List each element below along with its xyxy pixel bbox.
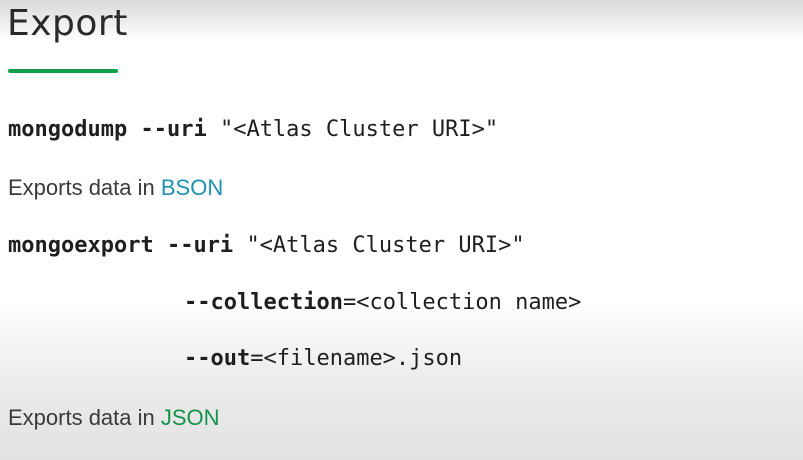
mongoexport-command-line: mongoexport --uri "<Atlas Cluster URI>" <box>8 232 525 260</box>
slide-title: Export <box>7 3 128 44</box>
json-format-label: JSON <box>160 405 220 430</box>
mongodump-uri-flag: --uri <box>140 117 207 142</box>
mongoexport-command: mongoexport <box>8 233 154 258</box>
collection-flag: --collection <box>184 290 343 315</box>
bson-format-label: BSON <box>160 175 224 200</box>
out-option-line: --out=<filename>.json <box>184 345 462 373</box>
mongodump-command: mongodump <box>8 117 128 142</box>
collection-value: =<collection name> <box>342 290 582 315</box>
mongoexport-uri-flag: --uri <box>166 233 234 258</box>
mongoexport-uri-argument: "<Atlas Cluster URI>" <box>246 233 525 258</box>
bson-note: Exports data in BSON <box>8 174 223 202</box>
json-note-text: Exports data in <box>8 405 161 430</box>
collection-option-line: --collection=<collection name> <box>184 289 581 317</box>
mongodump-command-line: mongodump --uri "<Atlas Cluster URI>" <box>8 116 498 144</box>
out-flag: --out <box>184 346 251 371</box>
title-underline <box>8 69 118 73</box>
out-value: =<filename>.json <box>250 346 463 371</box>
mongodump-uri-argument: "<Atlas Cluster URI>" <box>219 117 499 142</box>
bson-note-text: Exports data in <box>8 175 161 200</box>
json-note: Exports data in JSON <box>8 404 220 432</box>
